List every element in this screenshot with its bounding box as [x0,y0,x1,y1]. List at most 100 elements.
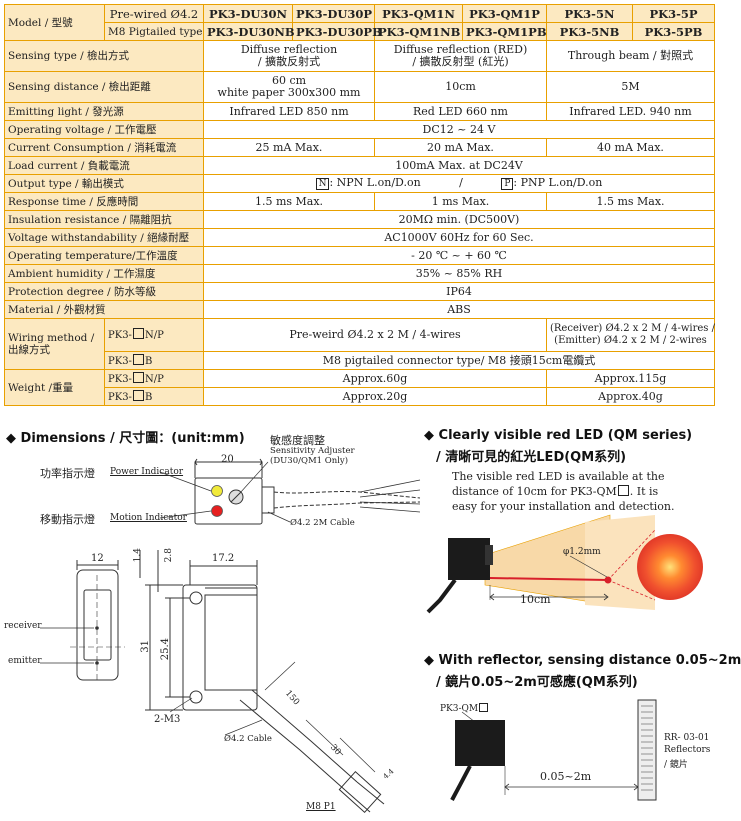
current-consumption-qm: 20 mA Max. [374,138,547,157]
wiring-np-pre: PK3- [108,330,132,341]
operating-voltage-label: Operating voltage / 工作電壓 [4,120,204,139]
dim-172: 17.2 [212,553,235,564]
model-prewired: PK3-5N [546,4,633,23]
wiring-label: Wiring method /出線方式 [4,318,105,370]
sens-adj-en-2: (DU30/QM1 Only) [270,456,349,466]
wiring-emitter: (Emitter) Ø4.2 x 2 M / 2-wires [554,335,707,346]
red-spot-zoom [637,534,703,600]
m8p1-label: M8 P1 [306,802,336,812]
wiring-np-post: N/P [144,330,164,341]
red-led-title-2: / 清晰可見的紅光LED(QM系列) [436,450,627,465]
model-prewired: PK3-DU30P [292,4,375,23]
weight-label: Weight /重量 [4,369,105,406]
wiring-tb-value: (Receiver) Ø4.2 x 2 M / 4-wires /(Emitte… [546,318,715,352]
red-beam [489,577,609,581]
red-led-illustration [426,514,703,614]
motion-indicator-en: Motion Indicator [110,513,187,523]
op-temp-value: - 20 ℃ ~ + 60 ℃ [203,246,715,265]
npn-text: : NPN L.on/D.on [329,176,421,189]
npn-box: N [315,178,330,190]
weight-b-label: PK3- B [104,387,204,406]
sensor-front-body [76,569,119,681]
placeholder-box-icon [132,389,144,401]
weight-b-post: B [144,391,153,403]
spec-table: Model / 型號 Pre-wired Ø4.2 PK3-DU30N PK3-… [4,4,715,406]
row-insulation: Insulation resistance / 隔離阻抗 20MΩ min. (… [4,210,715,229]
placeholder-box-icon [132,328,144,339]
rr-zh: / 鏡片 [664,760,688,770]
wiring-b-post: B [144,355,153,367]
sensing-type-tb: Through beam / 對照式 [546,40,715,72]
emitter-label: emitter [8,656,42,666]
weight-b-a: Approx.20g [203,387,547,406]
qm-sensor-icon [448,538,490,580]
red-led-para-2a: distance of 10cm for PK3-QM [452,485,617,498]
red-led-para-2b: . It is [629,485,659,498]
load-current-label: Load current / 負載電流 [4,156,204,175]
model-m8: PK3-5PB [632,22,715,41]
cable42-label: Ø4.2 Cable [224,734,272,744]
reflector-title-1: ◆ With reflector, sensing distance 0.05~… [424,653,741,668]
model-m8: PK3-DU30NB [203,22,295,41]
reflector-distance: 0.05~2m [540,770,592,783]
weight-np-pre: PK3- [108,373,132,385]
placeholder-box-icon [132,371,144,383]
output-type-label: Output type / 輸出模式 [4,174,204,193]
reflector-model: PK3-QM [440,703,489,714]
row-protection: Protection degree / 防水等級 IP64 [4,282,715,301]
dimensions-title: ◆ Dimensions / 尺寸圖：(unit:mm) [6,431,245,446]
row-op-temp: Operating temperature/工作溫度 - 20 ℃ ~ + 60… [4,246,715,265]
pnp-text: : PNP L.on/D.on [513,176,603,189]
row-operating-voltage: Operating voltage / 工作電壓 DC12 ~ 24 V [4,120,715,139]
dim-20: 20 [221,454,234,465]
spot-diameter: φ1.2mm [563,547,601,557]
sens-adj-zh: 敏感度調整 [270,434,325,447]
rr-reflectors: Reflectors [664,745,711,755]
sensing-distance-du-1: 60 cm [271,74,307,87]
row-sensing-type: Sensing type / 檢出方式 Diffuse reflection/ … [4,40,715,72]
protection-label: Protection degree / 防水等級 [4,282,204,301]
row-weight-b: PK3- B Approx.20g Approx.40g [5,387,715,406]
voltage-withstand-value: AC1000V 60Hz for 60 Sec. [203,228,715,247]
m3-label: 2-M3 [154,714,181,725]
sensing-distance-du-2: white paper 300x300 mm [217,86,361,99]
reflector-icon [637,699,657,801]
sensing-type-label: Sensing type / 檢出方式 [4,40,204,72]
voltage-withstand-label: Voltage withstandability / 絕緣耐壓 [4,228,204,247]
placeholder-box-icon [132,353,144,365]
red-led-para-2: distance of 10cm for PK3-QM . It is [452,485,658,500]
sensing-distance-qm: 10cm [374,71,547,103]
power-indicator-zh: 功率指示燈 [40,467,95,480]
dimension-drawing-top [40,458,421,813]
weight-b-b: Approx.40g [546,387,715,406]
weight-b-pre: PK3- [108,391,132,403]
row-wiring-b: PK3-B M8 pigtailed connector type/ M8 接頭… [5,351,715,370]
reflector-model-text: PK3-QM [440,704,479,714]
wiring-np-label: PK3- N/P [104,318,204,352]
placeholder-box-icon [617,485,629,496]
sensing-distance-label: Sensing distance / 檢出距離 [4,71,204,103]
wiring-b-label: PK3-B [104,351,204,370]
reflector-illustration [450,699,657,801]
model-m8: PK3-QM1PB [462,22,547,41]
dim-12: 12 [91,553,104,564]
model-label: Model / 型號 [4,4,105,41]
sensing-type-qm-1: Diffuse reflection (RED) [393,43,528,56]
wiring-label-2: 出線方式 [8,344,50,356]
model-prewired: PK3-QM1P [462,4,547,23]
power-led-icon [211,485,223,497]
red-led-para-1: The visible red LED is available at the [452,470,665,483]
qm-sensor-reflector-icon [455,720,505,766]
sensing-type-du-2: / 擴散反射式 [257,55,321,68]
m8-label: M8 Pigtailed type [104,22,204,41]
row-output-type: Output type / 輸出模式 N: NPN L.on/D.on / P:… [4,174,715,193]
red-led-para-3: easy for your installation and detection… [452,500,675,513]
row-voltage-withstand: Voltage withstandability / 絕緣耐壓 AC1000V … [4,228,715,247]
sensing-type-qm-2: / 擴散反射型 (紅光) [412,55,509,68]
row-emitting-light: Emitting light / 發光源 Infrared LED 850 nm… [4,102,715,121]
output-type-value: N: NPN L.on/D.on / P: PNP L.on/D.on [203,174,715,193]
red-led-title-1: ◆ Clearly visible red LED (QM series) [424,428,693,443]
rr-model: RR- 03-01 [664,733,710,743]
insulation-label: Insulation resistance / 隔離阻抗 [4,210,204,229]
weight-np-post: N/P [144,373,164,385]
